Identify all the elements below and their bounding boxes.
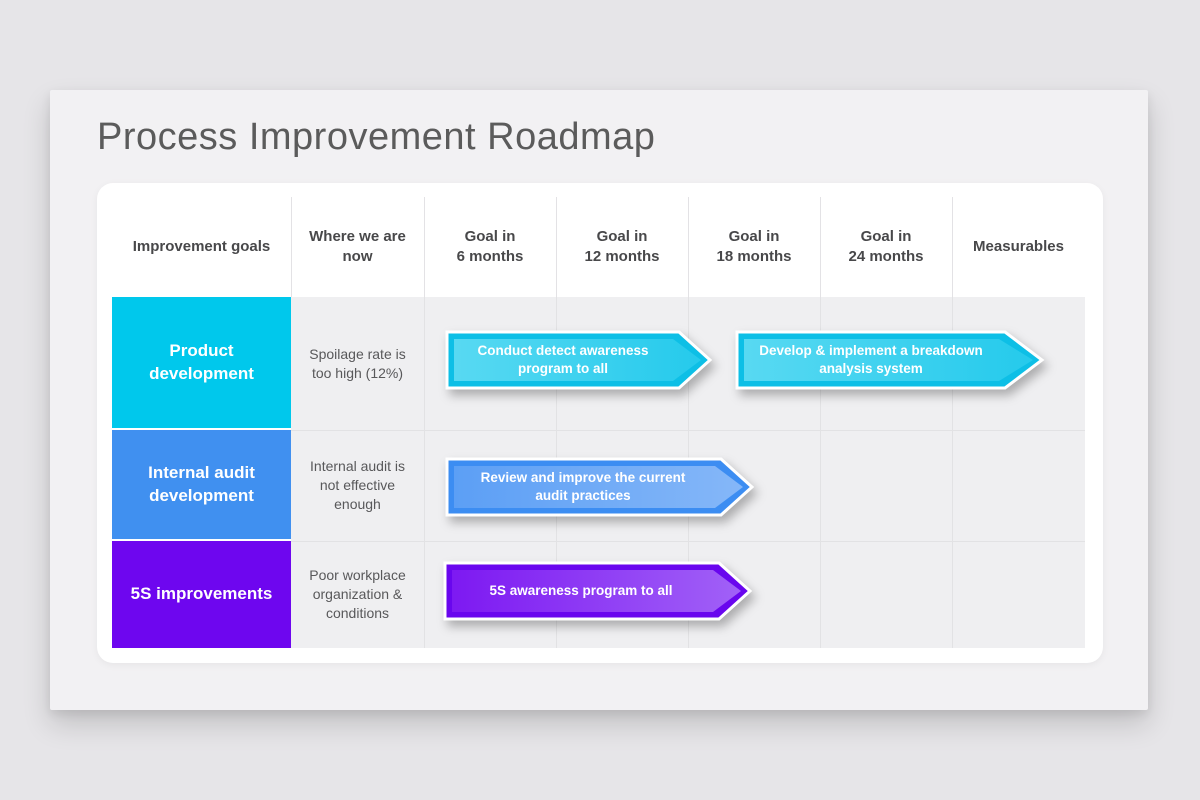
header-label: Measurables — [973, 237, 1064, 255]
arrow-label: Review and improve the current audit pra… — [480, 469, 686, 503]
arrow-label: 5S awareness program to all — [489, 582, 673, 598]
gridline — [952, 297, 953, 648]
column-divider — [424, 197, 425, 297]
arrow-label: Conduct detect awareness program to all — [477, 342, 649, 376]
arrow-shape-icon — [445, 457, 755, 517]
column-divider — [952, 197, 953, 297]
slide-title: Process Improvement Roadmap — [97, 116, 656, 158]
goal-cell-5s-improvements: 5S improvements — [112, 541, 291, 648]
current-state-cell: Poor workplace organization & conditions — [291, 541, 424, 648]
roadmap-arrow-conduct-awareness: Conduct detect awareness program to all — [445, 330, 713, 390]
header-improvement-goals: Improvement goals — [112, 197, 291, 297]
current-state-cell: Internal audit is not effective enough — [291, 430, 424, 541]
header-goal-6-months: Goal in 6 months — [424, 197, 556, 297]
goal-cell-product-development: Product development — [112, 297, 291, 430]
arrow-shape-icon — [445, 330, 713, 390]
header-label: Improvement goals — [132, 237, 271, 255]
header-where-we-are-now: Where we are now — [291, 197, 424, 297]
current-state-text: Spoilage rate is too high (12%) — [309, 345, 406, 381]
header-goal-18-months: Goal in 18 months — [688, 197, 820, 297]
header-goal-24-months: Goal in 24 months — [820, 197, 952, 297]
roadmap-table: Improvement goals Where we are now Goal … — [97, 183, 1103, 663]
header-label: Goal in 24 months — [848, 227, 924, 265]
goal-label: 5S improvements — [130, 584, 273, 604]
gridline — [424, 297, 425, 648]
column-divider — [556, 197, 557, 297]
arrow-label: Develop & implement a breakdown analysis… — [759, 342, 983, 376]
roadmap-arrow-audit-practices: Review and improve the current audit pra… — [445, 457, 755, 517]
header-label: Goal in 18 months — [716, 227, 792, 265]
arrow-shape-icon — [735, 330, 1045, 390]
goal-cell-internal-audit: Internal audit development — [112, 430, 291, 541]
current-state-text: Internal audit is not effective enough — [310, 458, 405, 512]
slide: Process Improvement Roadmap Improvement … — [50, 90, 1148, 710]
arrow-shape-icon — [443, 561, 753, 621]
current-state-cell: Spoilage rate is too high (12%) — [291, 297, 424, 430]
header-label: Goal in 6 months — [456, 227, 524, 265]
roadmap-arrow-breakdown-analysis: Develop & implement a breakdown analysis… — [735, 330, 1045, 390]
gridline — [112, 430, 1085, 431]
current-state-text: Poor workplace organization & conditions — [309, 567, 406, 621]
goal-label: Product development — [149, 340, 254, 383]
column-divider — [291, 197, 292, 297]
gridline — [820, 297, 821, 648]
header-label: Goal in 12 months — [584, 227, 660, 265]
roadmap-arrow-5s-awareness: 5S awareness program to all — [443, 561, 753, 621]
header-goal-12-months: Goal in 12 months — [556, 197, 688, 297]
column-divider — [820, 197, 821, 297]
column-divider — [688, 197, 689, 297]
gridline — [112, 541, 1085, 542]
header-label: Where we are now — [309, 227, 406, 265]
goal-label: Internal audit development — [148, 462, 255, 505]
header-measurables: Measurables — [952, 197, 1085, 297]
